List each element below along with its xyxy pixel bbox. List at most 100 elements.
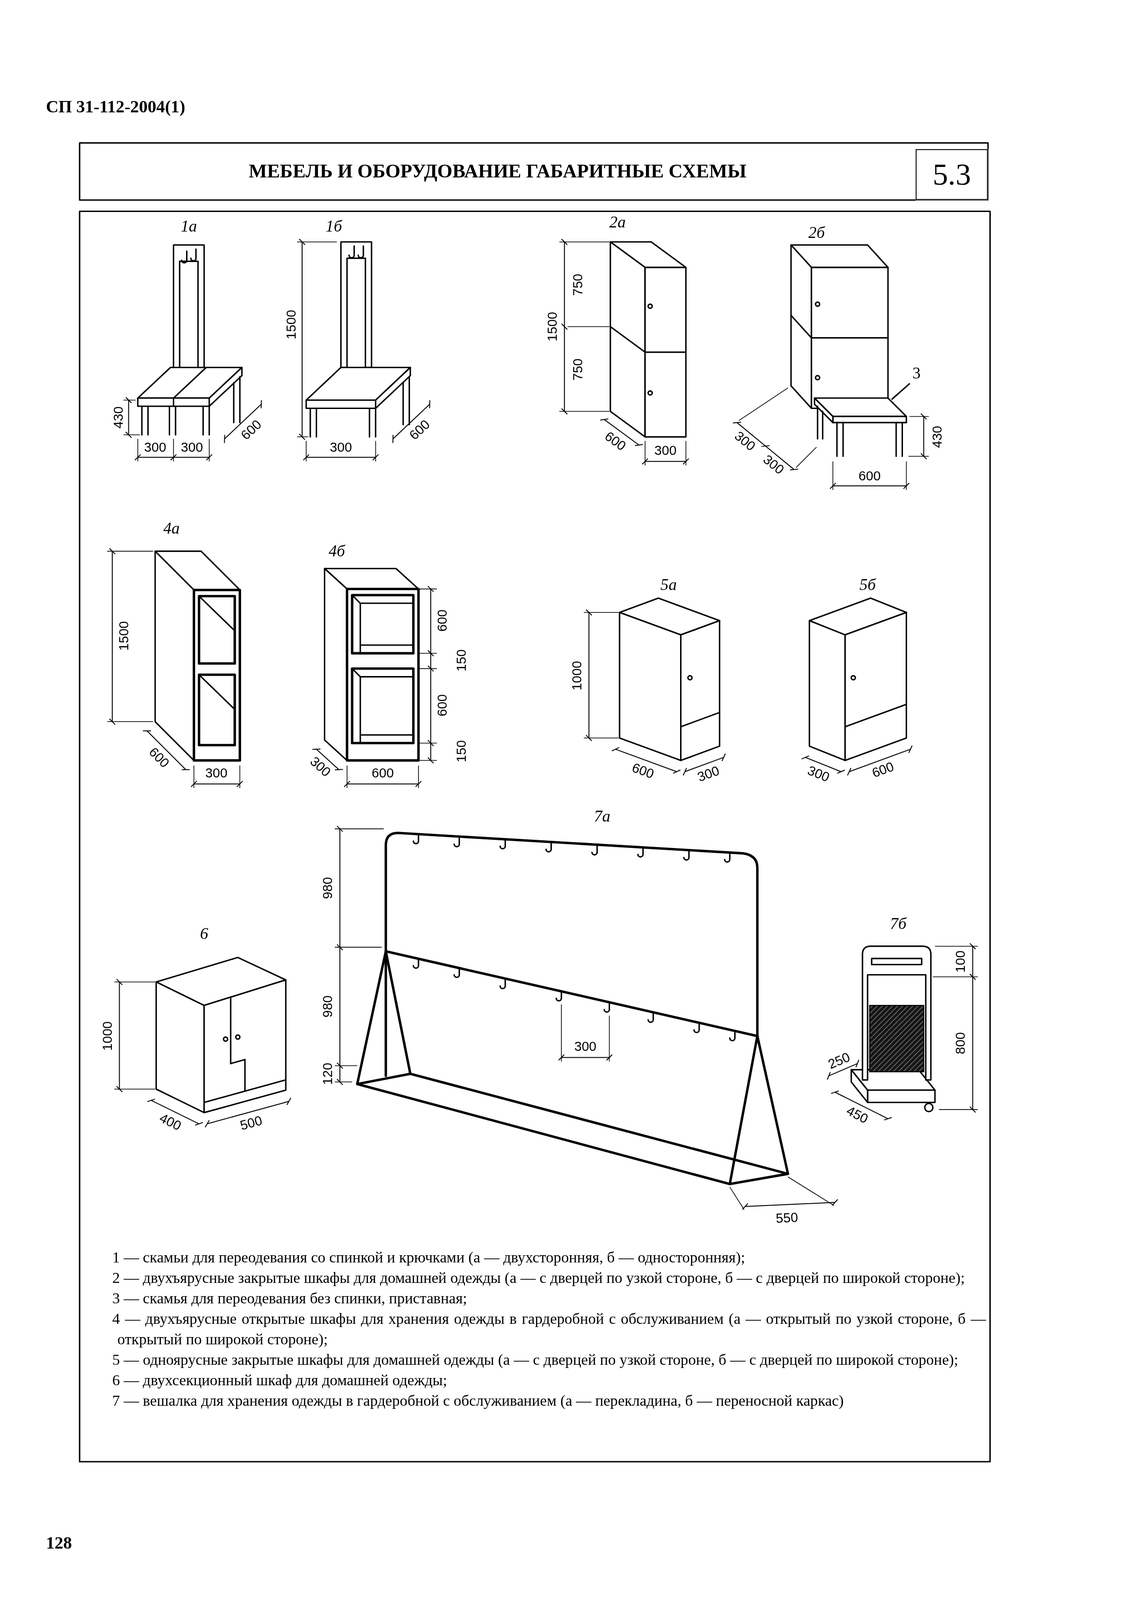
dimension-label: 550 bbox=[775, 1209, 799, 1226]
dimension-line bbox=[302, 242, 430, 458]
figure-label: 7б bbox=[889, 914, 907, 933]
bench-legs bbox=[141, 367, 240, 435]
dimension-label: 600 bbox=[434, 609, 450, 632]
bench-legs bbox=[310, 376, 410, 437]
legend-item: 3 — скамья для переодевания без спинки, … bbox=[112, 1288, 987, 1309]
dimension-label: 300 bbox=[144, 439, 167, 455]
leader-line bbox=[892, 383, 910, 400]
shelf-interior bbox=[352, 595, 414, 743]
legend-item: 1 — скамьи для переодевания со спинкой и… bbox=[112, 1247, 987, 1268]
dimension-label: 500 bbox=[238, 1112, 264, 1134]
door-handle bbox=[851, 675, 856, 680]
tier-divider bbox=[791, 315, 888, 338]
bench-seat-edge bbox=[832, 416, 907, 423]
section-number-box: 5.3 bbox=[915, 149, 989, 201]
frame-mesh bbox=[869, 1005, 924, 1072]
rack-rail bbox=[385, 951, 758, 1036]
dimension-label: 430 bbox=[929, 425, 945, 449]
extension-line bbox=[123, 400, 209, 462]
figure-label: 2б bbox=[808, 223, 825, 242]
door-handle bbox=[648, 390, 653, 395]
legend-item: 5 — одноярусные закрытые шкафы для домаш… bbox=[112, 1349, 987, 1370]
dimension-label: 750 bbox=[570, 358, 586, 381]
legend-list: 1 — скамьи для переодевания со спинкой и… bbox=[112, 1247, 987, 1411]
header-frame bbox=[79, 142, 989, 201]
dimension-label: 300 bbox=[307, 753, 334, 780]
dimension-label: 600 bbox=[434, 694, 450, 717]
dimension-label: 300 bbox=[731, 428, 759, 454]
extension-line bbox=[347, 589, 437, 789]
wheel bbox=[924, 1103, 934, 1112]
dimension-label: 250 bbox=[825, 1049, 853, 1072]
door-handle bbox=[687, 675, 692, 680]
dimension-label: 750 bbox=[570, 273, 586, 297]
shelf-opening bbox=[199, 595, 236, 746]
figure-label: 2а bbox=[609, 213, 626, 232]
cabinet-side bbox=[809, 620, 846, 761]
dimension-label: 800 bbox=[952, 1032, 969, 1055]
cabinet-door-face bbox=[845, 612, 907, 761]
cabinet-plinth bbox=[845, 704, 907, 727]
dimension-label: 600 bbox=[869, 758, 896, 781]
dimension-label: 600 bbox=[146, 744, 173, 771]
cabinet-door-face bbox=[204, 979, 286, 1113]
dimension-label: 300 bbox=[329, 439, 353, 455]
rack-base bbox=[357, 951, 788, 1185]
hook bbox=[348, 246, 364, 258]
figure-label: 5а bbox=[660, 575, 677, 594]
shelf-side bbox=[155, 551, 194, 761]
dimension-label: 300 bbox=[180, 439, 203, 455]
legend-item: 6 — двухсекционный шкаф для домашней оде… bbox=[112, 1369, 987, 1391]
dimension-label: 1500 bbox=[283, 309, 299, 340]
rack-frame bbox=[385, 832, 758, 1076]
extension-line bbox=[583, 612, 619, 738]
page-number: 128 bbox=[45, 1533, 72, 1554]
legend-item: 2 — двухъярусные закрытые шкафы для дома… bbox=[112, 1267, 987, 1289]
extension-line bbox=[738, 388, 929, 490]
sheet-frame bbox=[79, 211, 990, 1462]
dimension-label: 600 bbox=[237, 416, 265, 444]
figure-label: 6 bbox=[200, 924, 209, 944]
dimension-label: 600 bbox=[371, 765, 394, 781]
section-number: 5.3 bbox=[932, 159, 971, 190]
dimension-label: 100 bbox=[952, 950, 969, 973]
page-title: МЕБЕЛЬ И ОБОРУДОВАНИЕ ГАБАРИТНЫЕ СХЕМЫ bbox=[79, 142, 916, 201]
dimension-line bbox=[564, 242, 687, 462]
dimension-label: 120 bbox=[319, 1062, 336, 1085]
dimension-label: 600 bbox=[601, 428, 629, 454]
door-handle bbox=[815, 375, 820, 380]
frame-handle-slot bbox=[871, 958, 922, 965]
dimension-line bbox=[339, 828, 835, 1207]
legend-item: 4 — двухъярусные открытые шкафы для хран… bbox=[112, 1308, 987, 1350]
extension-line bbox=[107, 551, 241, 789]
tray-front bbox=[867, 1089, 935, 1103]
figure-label: 4а bbox=[163, 519, 180, 538]
extension-line bbox=[334, 828, 834, 1210]
dimension-label: 1000 bbox=[99, 1021, 116, 1051]
dimension-label: 450 bbox=[843, 1102, 871, 1127]
extension-line bbox=[297, 242, 376, 462]
hook bbox=[413, 833, 736, 1041]
dimension-label: 400 bbox=[156, 1109, 184, 1134]
bench-back-frame bbox=[173, 244, 204, 388]
cabinet-doors bbox=[204, 997, 286, 1103]
cabinet-plinth bbox=[681, 712, 720, 727]
dimension-label: 980 bbox=[319, 877, 336, 900]
dimension-line bbox=[736, 416, 924, 486]
extension-line bbox=[559, 242, 687, 466]
dimension-line bbox=[119, 981, 289, 1124]
dimension-line bbox=[316, 589, 431, 785]
figure-label: 4б bbox=[328, 541, 345, 560]
figure-label: 7а bbox=[594, 807, 611, 826]
dimension-label: 150 bbox=[453, 740, 470, 763]
dimension-label: 150 bbox=[453, 649, 470, 672]
dimension-label: 430 bbox=[110, 406, 127, 429]
callout-number: 3 bbox=[912, 364, 921, 383]
figure-label: 5б bbox=[859, 575, 876, 594]
dimension-label: 1500 bbox=[116, 620, 132, 651]
door-handle bbox=[648, 304, 653, 309]
tier-divider bbox=[610, 326, 687, 353]
cabinet-door-face bbox=[681, 620, 720, 761]
dimension-line bbox=[589, 612, 724, 772]
